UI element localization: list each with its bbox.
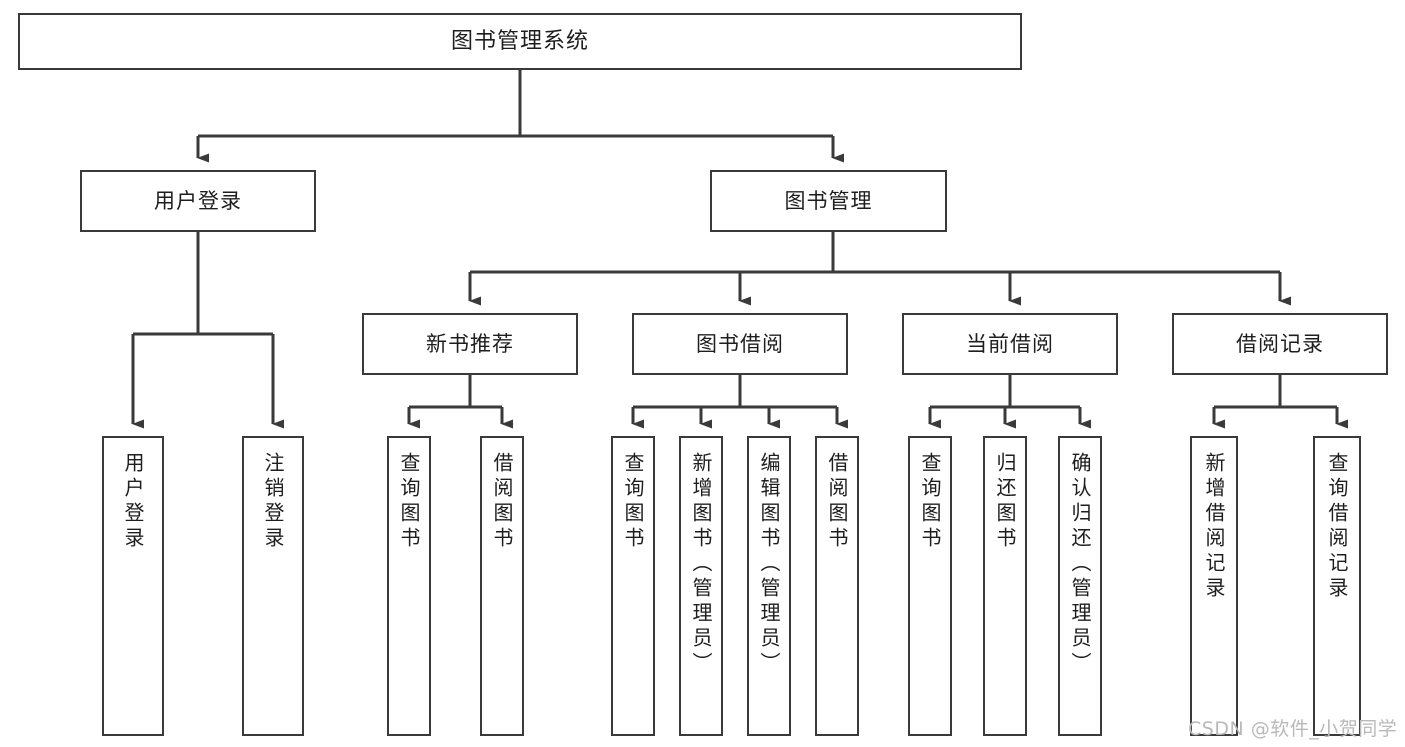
node-edit-book-admin[interactable]: 编辑图书（管理员） bbox=[747, 436, 791, 736]
node-edit-book-admin-label: 编辑图书（管理员） bbox=[757, 452, 781, 677]
node-borrow-book-action-label: 借阅图书 bbox=[825, 452, 849, 552]
node-confirm-return-admin-label: 确认归还（管理员） bbox=[1068, 452, 1092, 677]
node-user-logout-action[interactable]: 注销登录 bbox=[242, 436, 304, 736]
node-root[interactable]: 图书管理系统 bbox=[18, 13, 1022, 70]
node-return-book-label: 归还图书 bbox=[993, 452, 1017, 552]
node-book-manage-label: 图书管理 bbox=[784, 188, 873, 213]
node-user-login-label: 用户登录 bbox=[154, 188, 242, 213]
node-current-borrow-label: 当前借阅 bbox=[966, 331, 1054, 356]
node-add-book-admin[interactable]: 新增图书（管理员） bbox=[679, 436, 723, 736]
node-query-borrow-record-label: 查询借阅记录 bbox=[1325, 452, 1349, 602]
node-query-book-current-label: 查询图书 bbox=[918, 452, 942, 552]
node-borrow-book-action[interactable]: 借阅图书 bbox=[815, 436, 859, 736]
node-query-book-current[interactable]: 查询图书 bbox=[908, 436, 952, 736]
node-user-login-action[interactable]: 用户登录 bbox=[102, 436, 164, 736]
csdn-watermark: CSDN @软件_小贺同学 bbox=[1188, 718, 1398, 740]
node-borrow-record-label: 借阅记录 bbox=[1236, 331, 1324, 356]
node-borrow-book-rec-label: 借阅图书 bbox=[490, 452, 514, 552]
node-query-book-borrow-label: 查询图书 bbox=[621, 452, 645, 552]
node-add-borrow-record-label: 新增借阅记录 bbox=[1202, 452, 1226, 602]
node-current-borrow[interactable]: 当前借阅 bbox=[902, 313, 1118, 375]
node-query-book-borrow[interactable]: 查询图书 bbox=[611, 436, 655, 736]
node-query-book-rec-label: 查询图书 bbox=[397, 452, 421, 552]
node-book-borrow-label: 图书借阅 bbox=[696, 331, 784, 356]
node-borrow-book-rec[interactable]: 借阅图书 bbox=[480, 436, 524, 736]
node-borrow-record[interactable]: 借阅记录 bbox=[1172, 313, 1388, 375]
node-return-book[interactable]: 归还图书 bbox=[983, 436, 1027, 736]
node-confirm-return-admin[interactable]: 确认归还（管理员） bbox=[1058, 436, 1102, 736]
node-new-book-recommend[interactable]: 新书推荐 bbox=[362, 313, 578, 375]
node-query-book-rec[interactable]: 查询图书 bbox=[387, 436, 431, 736]
node-book-manage[interactable]: 图书管理 bbox=[710, 170, 947, 232]
node-book-borrow[interactable]: 图书借阅 bbox=[632, 313, 848, 375]
node-query-borrow-record[interactable]: 查询借阅记录 bbox=[1313, 436, 1361, 736]
node-root-label: 图书管理系统 bbox=[450, 28, 589, 54]
node-user-login-action-label: 用户登录 bbox=[121, 452, 145, 552]
node-add-borrow-record[interactable]: 新增借阅记录 bbox=[1190, 436, 1238, 736]
node-add-book-admin-label: 新增图书（管理员） bbox=[689, 452, 713, 677]
node-user-logout-action-label: 注销登录 bbox=[261, 452, 285, 552]
node-new-book-recommend-label: 新书推荐 bbox=[426, 331, 514, 356]
node-user-login[interactable]: 用户登录 bbox=[80, 170, 316, 232]
